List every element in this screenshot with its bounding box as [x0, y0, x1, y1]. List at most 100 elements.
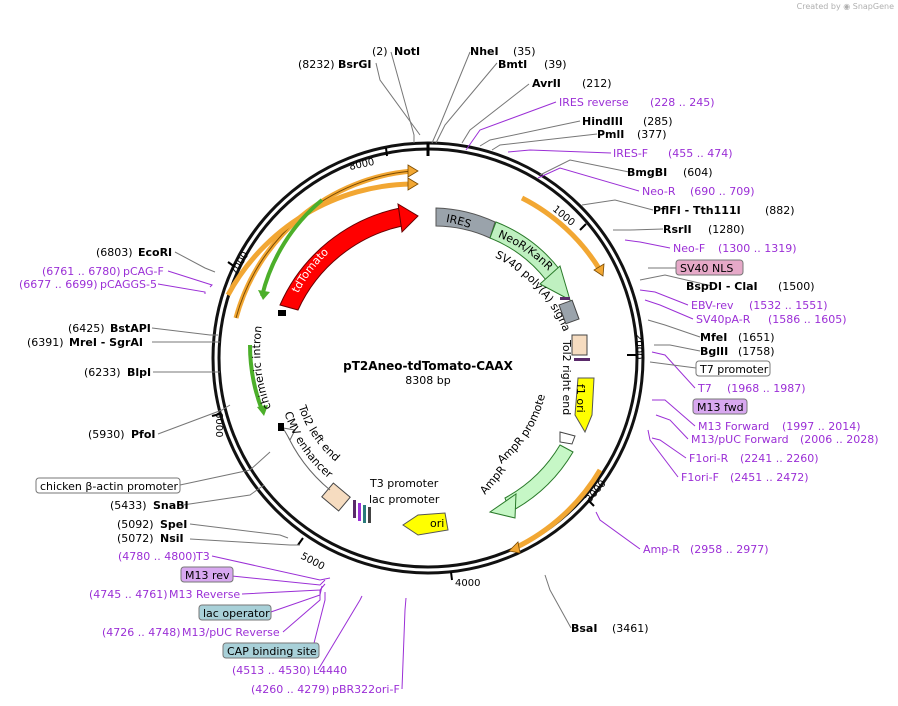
enzyme-pos: (1758): [738, 345, 775, 358]
primer-range: (4780 .. 4800): [118, 550, 197, 563]
intron-marker: [278, 423, 284, 431]
plasmid-name: pT2Aneo-tdTomato-CAAX: [343, 359, 513, 373]
orf-arrowhead: [593, 263, 605, 277]
enzyme-name: SpeI: [160, 518, 187, 531]
enzyme-pos: (5072): [117, 532, 154, 545]
primer-name: F1ori-R: [689, 452, 729, 465]
green-arc: [260, 198, 324, 297]
primer-leaders: [157, 101, 696, 690]
primer-range: (1997 .. 2014): [782, 420, 861, 433]
enzyme-name: PfoI: [131, 428, 156, 441]
primer-range: (690 .. 709): [690, 185, 755, 198]
enzyme-name: HindIII: [582, 115, 623, 128]
enzyme-pos: (285): [643, 115, 673, 128]
enzyme-name: SnaBI: [153, 499, 189, 512]
primer-name: pCAGGS-5: [100, 278, 157, 291]
tick-label: 6000: [213, 412, 224, 437]
f1ori-arc: [574, 377, 595, 434]
primer-range: (6761 .. 6780): [42, 265, 121, 278]
enzyme-pos: (3461): [612, 622, 649, 635]
lac-operator-label: lac operator: [203, 607, 270, 620]
snapgene-logo-icon: ◉: [843, 2, 851, 11]
credit-text: Created by: [796, 2, 841, 11]
primer-name: pCAG-F: [123, 265, 164, 278]
enzyme-pos: (212): [582, 77, 612, 90]
enzyme-leaders: [151, 51, 713, 629]
enzyme-name: BsaI: [571, 622, 597, 635]
sv40pa-block: [558, 299, 580, 325]
enzyme-name: BmtI: [498, 58, 527, 71]
enzyme-pos: (5930): [88, 428, 125, 441]
cap-site-label: CAP binding site: [227, 645, 317, 658]
scale-ticks: [211, 147, 636, 581]
primer-range: (4513 .. 4530): [232, 664, 311, 677]
tdtomato-arrowhead: [397, 203, 419, 234]
enzyme-pos: (1280): [708, 223, 745, 236]
orf-arrowhead: [407, 177, 419, 191]
cmv-block: [321, 482, 351, 512]
primer-name: L4440: [313, 664, 347, 677]
enzyme-name: BlpI: [127, 366, 151, 379]
primer-range: (1968 .. 1987): [727, 382, 806, 395]
primer-range: (1532 .. 1551): [749, 299, 828, 312]
m13-rev-label: M13 rev: [185, 569, 230, 582]
neo-arrowhead: [539, 265, 571, 302]
primer-range: (2241 .. 2260): [740, 452, 819, 465]
ampr-arrowhead: [488, 493, 517, 519]
enzyme-name: EcoRI: [138, 246, 172, 259]
enzyme-pos: (2): [372, 45, 388, 58]
enzyme-name: BglII: [700, 345, 728, 358]
enzyme-pos: (39): [544, 58, 567, 71]
primer-range: (228 .. 245): [650, 96, 715, 109]
f1ori-label: f1 ori: [574, 384, 587, 413]
tol2-right-block: [571, 334, 588, 356]
enzyme-name: BsrGI: [338, 58, 371, 71]
primer-name: M13 Forward: [698, 420, 769, 433]
small-marker: [560, 297, 570, 300]
m13-fwd-label: M13 fwd: [697, 401, 744, 414]
enzyme-pos: (6233): [84, 366, 121, 379]
primer-name: T7: [697, 382, 712, 395]
primer-name: M13 Reverse: [169, 588, 240, 601]
enzyme-pos: (6803): [96, 246, 133, 259]
primer-range: (1300 .. 1319): [718, 242, 797, 255]
ori-label: ori: [430, 517, 444, 530]
enzyme-name: AvrII: [532, 77, 561, 90]
primer-name: IRES-F: [613, 147, 648, 160]
boxed-labels: SV40 NLS T7 promoter M13 fwd chicken β-a…: [35, 259, 771, 659]
orf-arrowhead: [407, 164, 419, 178]
ampr-promoter-label: AmpR promoter: [0, 0, 548, 466]
enzyme-pos: (1500): [778, 280, 815, 293]
enzyme-name: MfeI: [700, 331, 727, 344]
primer-name: Neo-F: [673, 242, 705, 255]
ampr-promoter-arrow: [559, 431, 576, 445]
enzyme-pos: (1651): [738, 331, 775, 344]
enzyme-pos: (8232): [298, 58, 335, 71]
primer-range: (2006 .. 2028): [800, 433, 879, 446]
primer-name: Amp-R: [643, 543, 680, 556]
snapgene-credit: Created by ◉ SnapGene: [797, 2, 894, 11]
primer-name: M13/pUC Reverse: [182, 626, 280, 639]
enzyme-labels: (2) NotI (8232) BsrGI NheI (35) BmtI (39…: [27, 45, 815, 635]
orf-arrowhead: [508, 541, 521, 554]
enzyme-name: MreI - SgrAI: [69, 336, 143, 349]
tick-label: 5000: [299, 551, 327, 573]
sv40-nls-label: SV40 NLS: [680, 262, 733, 275]
enzyme-name: RsrII: [663, 223, 692, 236]
green-arrowhead: [258, 290, 270, 300]
enzyme-name: NotI: [394, 45, 420, 58]
primer-name: T3: [195, 550, 210, 563]
intron-marker: [278, 310, 286, 316]
tick-label: 8000: [348, 157, 375, 173]
primer-name: Neo-R: [642, 185, 676, 198]
primer-name: EBV-rev: [691, 299, 734, 312]
enzyme-name: NsiI: [160, 532, 184, 545]
primer-name: SV40pA-R: [696, 313, 751, 326]
enzyme-name: NheI: [470, 45, 499, 58]
multi-markers: [353, 500, 371, 523]
enzyme-pos: (377): [637, 128, 667, 141]
enzyme-name: PmlI: [597, 128, 624, 141]
primer-range: (2958 .. 2977): [690, 543, 769, 556]
plasmid-length: 8308 bp: [405, 374, 450, 387]
